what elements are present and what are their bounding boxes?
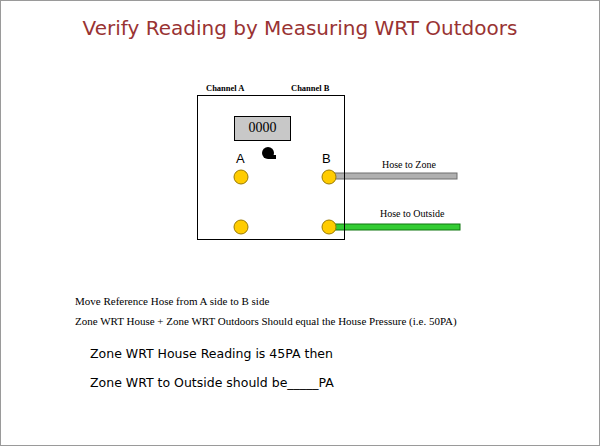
channel-label: Channel A — [206, 83, 245, 93]
hose-label: Hose to Outside — [380, 208, 444, 220]
instruction-note: Zone WRT House + Zone WRT Outdoors Shoul… — [75, 315, 457, 328]
manometer-body: 0000Channel AChannel BAB — [197, 95, 345, 240]
hose-label: Hose to Zone — [382, 159, 436, 171]
port-b-bottom — [322, 220, 336, 234]
pressure-display: 0000 — [234, 116, 291, 141]
port-a-top — [234, 170, 248, 184]
display-reading: 0000 — [249, 120, 277, 137]
zone-hose — [333, 173, 457, 179]
knob-pointer — [268, 155, 276, 159]
port-letter: A — [236, 151, 245, 167]
slide-title: Verify Reading by Measuring WRT Outdoors — [0, 16, 600, 40]
port-b-top — [322, 170, 336, 184]
instruction-note: Move Reference Hose from A side to B sid… — [75, 295, 269, 308]
outside-hose — [333, 224, 460, 230]
channel-label: Channel B — [291, 83, 330, 93]
question-text: Zone WRT to Outside should be_____PA — [90, 375, 334, 390]
port-a-bottom — [234, 220, 248, 234]
port-letter: B — [322, 151, 331, 167]
question-text: Zone WRT House Reading is 45PA then — [90, 346, 333, 361]
